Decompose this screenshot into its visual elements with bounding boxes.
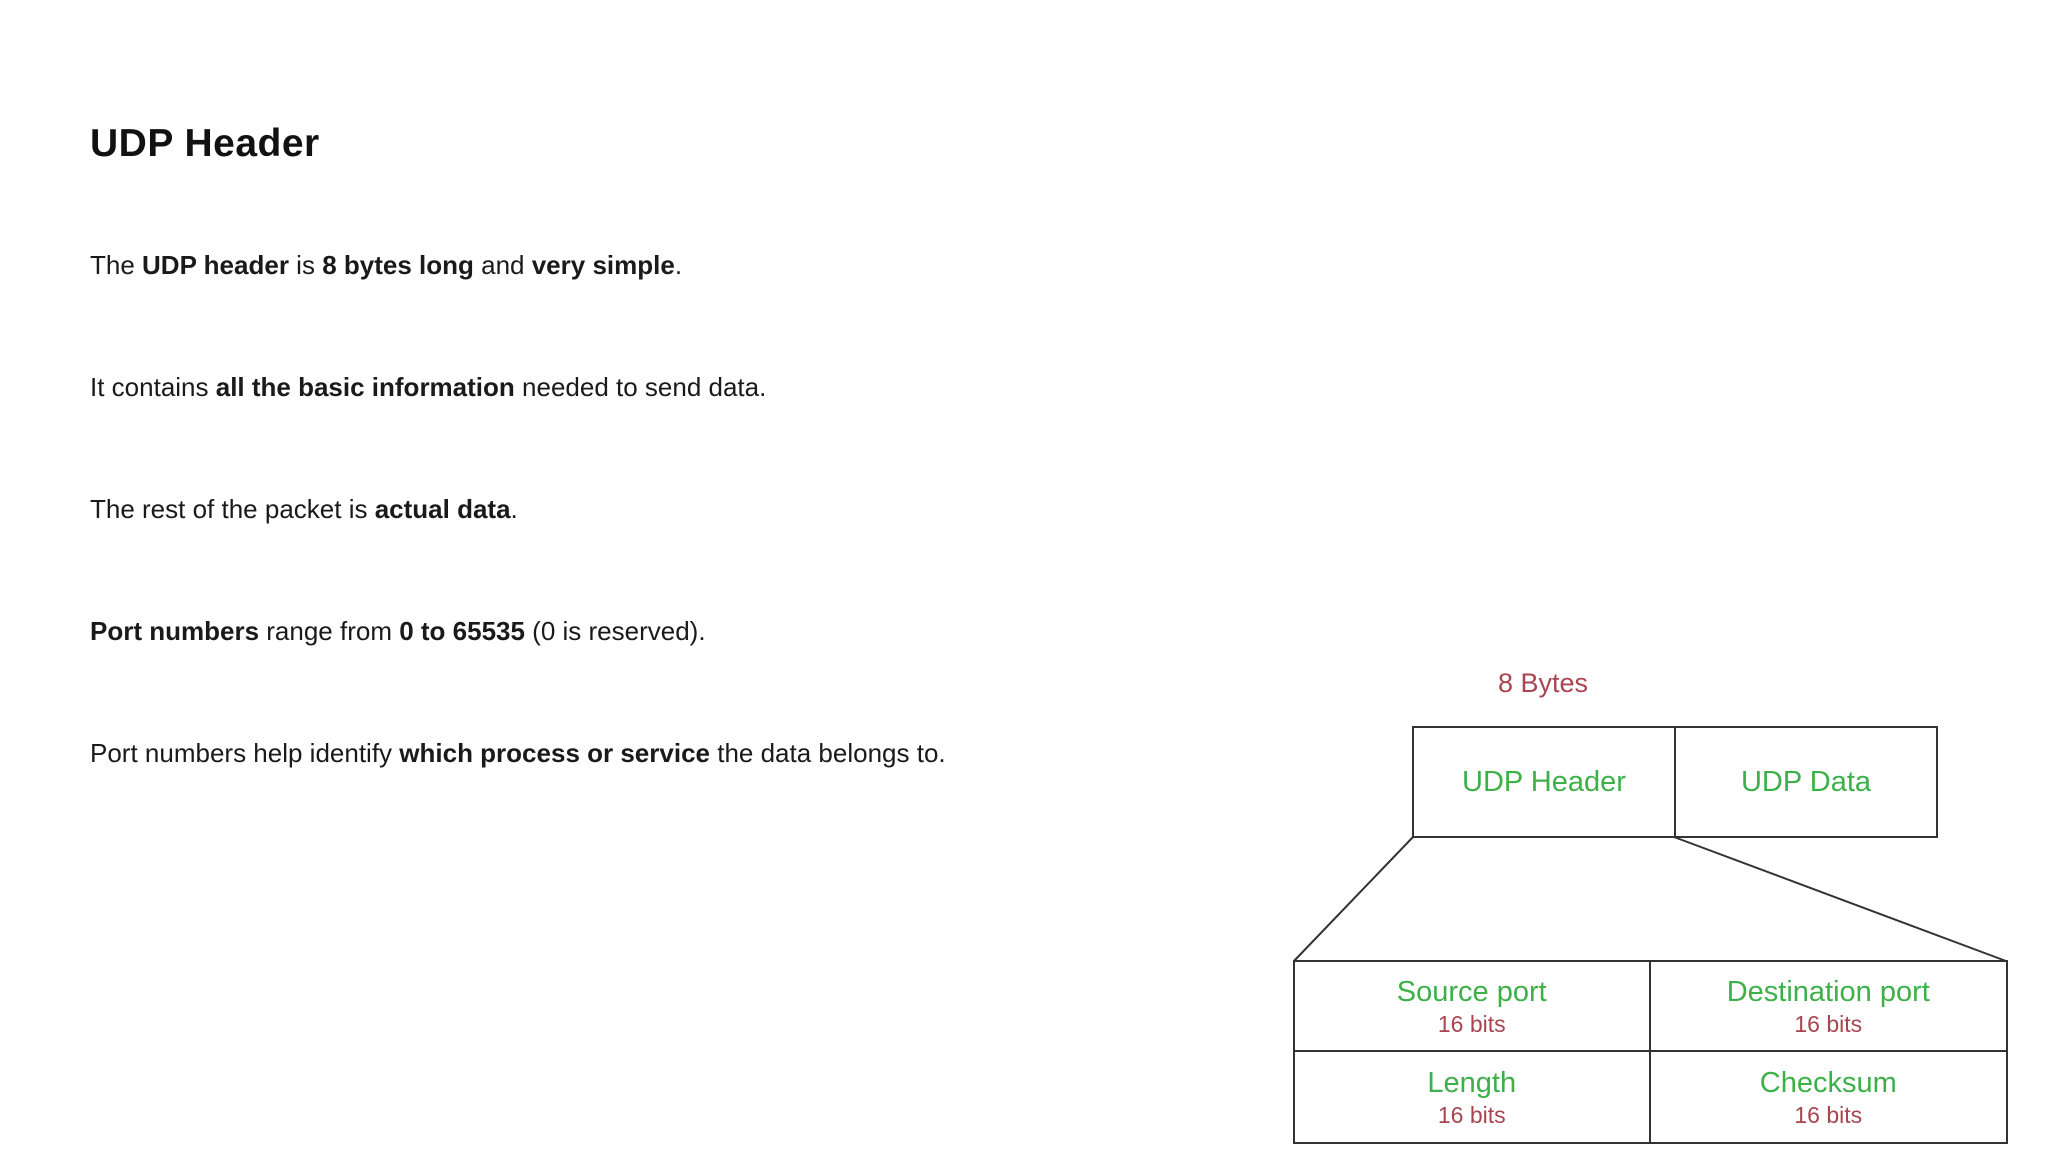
field-name: Destination port [1726, 975, 1930, 1008]
paragraph: Port numbers range from 0 to 65535 (0 is… [90, 616, 1300, 647]
paragraph: Port numbers help identify which process… [90, 738, 1300, 769]
paragraph: The UDP header is 8 bytes long and very … [90, 250, 1300, 281]
text-run: . [674, 250, 683, 280]
packet-row: UDP Header UDP Data [1412, 726, 1938, 838]
field-size: 16 bits [1437, 1101, 1506, 1128]
field-name: Checksum [1759, 1066, 1897, 1099]
text-run-bold: 8 bytes long [322, 250, 474, 280]
text-run: and [473, 250, 532, 280]
field-size: 16 bits [1794, 1101, 1863, 1128]
field-size: 16 bits [1794, 1010, 1863, 1037]
text-run-bold: Port numbers [90, 616, 260, 646]
text-run: . [510, 494, 518, 524]
text-run: The [90, 250, 143, 280]
page-title: UDP Header [90, 122, 320, 165]
text-run: The rest of the packet is [90, 494, 375, 524]
text-run: (0 is reserved). [524, 616, 706, 646]
text-run: range from [259, 616, 400, 646]
text-run-bold: which process or service [399, 738, 710, 768]
text-run: the data belongs to. [710, 738, 946, 768]
body-text: The UDP header is 8 bytes long and very … [90, 250, 1300, 860]
text-run-bold: UDP header [142, 250, 289, 280]
text-run: Port numbers help identify [90, 738, 400, 768]
expansion-line-right [1673, 836, 2007, 962]
bytes-label: 8 Bytes [1497, 668, 1589, 698]
expansion-line-left [1293, 836, 1414, 962]
field-name: Length [1427, 1066, 1517, 1099]
text-run-bold: 0 to 65535 [399, 616, 525, 646]
udp-header-box: UDP Header [1414, 728, 1676, 836]
text-run: needed to send data. [514, 372, 767, 402]
text-run: It contains [90, 372, 216, 402]
paragraph: The rest of the packet is actual data. [90, 494, 1300, 525]
field-name: Source port [1396, 975, 1547, 1008]
text-run-bold: all the basic information [215, 372, 515, 402]
field-size: 16 bits [1437, 1010, 1506, 1037]
text-run: is [288, 250, 323, 280]
text-run-bold: actual data [374, 494, 511, 524]
udp-data-box: UDP Data [1740, 765, 1872, 798]
paragraph: It contains all the basic information ne… [90, 372, 1300, 403]
text-run-bold: very simple [531, 250, 675, 280]
